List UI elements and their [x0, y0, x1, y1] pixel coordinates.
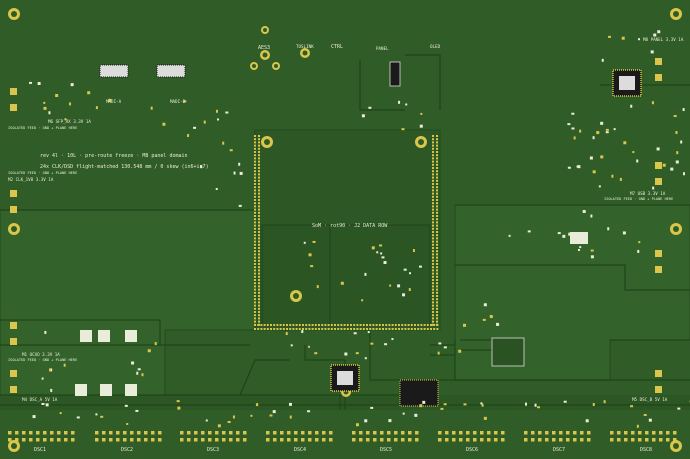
- aes3-label: AES3: [258, 45, 271, 51]
- m2-rail-note: ISOLATED FEED · GND + PLANE HERE: [8, 171, 78, 175]
- panel-label: PANEL: [376, 46, 389, 51]
- toslink-label: TOSLINK: [296, 44, 314, 49]
- m5-rail-title: M5 DSC_B 5V 1A: [632, 397, 668, 402]
- connector-dsc3-label: DSC3: [207, 447, 220, 453]
- oled-label: OLED: [430, 44, 441, 49]
- connector-dsc8-label: DSC8: [640, 447, 653, 453]
- m7-rail-note: ISOLATED FEED · GND + PLANE HERE: [604, 197, 674, 201]
- m1-rail-title: M1 OCXO 3.3V 1A: [22, 352, 60, 357]
- m6-rail-title: M6 SFP_RX 3.3V 1A: [48, 119, 91, 124]
- ic-packages: [75, 61, 642, 407]
- madi-a-label: MADI-A: [106, 99, 122, 104]
- connector-dsc4-label: DSC4: [294, 447, 307, 453]
- m1-rail-note: ISOLATED FEED · GND + PLANE HERE: [8, 358, 78, 362]
- connector-dsc1-label: DSC1: [34, 447, 47, 453]
- ctrl-label: CTRL: [331, 44, 344, 50]
- mounting-holes: [8, 8, 682, 452]
- connector-dsc7-label: DSC7: [553, 447, 566, 453]
- connector-dsc6-label: DSC6: [466, 447, 479, 453]
- m4-rail-title: M4 DSC_A 5V 1A: [22, 397, 58, 402]
- smd-components: [10, 30, 690, 428]
- m6-rail-note: ISOLATED FEED · GND + PLANE HERE: [8, 126, 78, 130]
- som-pad-ring: [254, 135, 439, 330]
- m8-panel-label: M8 PANEL 3.3V 1A: [643, 37, 684, 42]
- connector-dsc5-label: DSC5: [380, 447, 393, 453]
- connector-dsc2-label: DSC2: [121, 447, 134, 453]
- madi-b-label: MADI-B: [170, 99, 186, 104]
- connector-headers: [8, 431, 677, 442]
- revision-note: rev 4l · 10L · pre-route freeze · M8 pan…: [40, 153, 188, 159]
- som-label: SoM · rot90 · J2 DATA ROW: [312, 223, 388, 229]
- m7-rail-title: M7 USB 3.3V 1A: [630, 191, 666, 196]
- m2-rail-title: M2 CLK_1V8 3.3V 1A: [8, 177, 54, 182]
- clock-match-note: 24x CLK/DSD flight-matched 130.548 mm / …: [40, 164, 209, 170]
